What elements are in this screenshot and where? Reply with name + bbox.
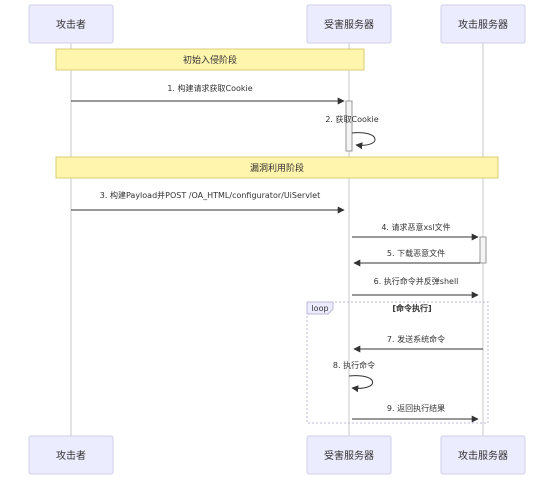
- message-6-label: 6. 执行命令并反弹shell: [374, 276, 459, 286]
- message-2-label: 2. 获取Cookie: [325, 114, 378, 124]
- note-initial-intrusion: 初始入侵阶段: [55, 48, 365, 71]
- actor-victim-label: 受害服务器: [324, 18, 374, 31]
- actor-attack-server-bottom-label: 攻击服务器: [458, 449, 508, 462]
- activation-victim-1: [345, 100, 353, 152]
- loop-label: [命令执行]: [392, 303, 431, 313]
- message-2-arrow: [351, 132, 376, 150]
- message-5-label: 5. 下载恶意文件: [387, 248, 445, 258]
- message-9-label: 9. 返回执行结果: [387, 403, 445, 413]
- actor-attacker-bottom: 攻击者: [28, 435, 114, 475]
- message-8-label: 8. 执行命令: [333, 360, 375, 370]
- message-3-label: 3. 构建Payload并POST /OA_HTML/configurator/…: [100, 190, 320, 200]
- loop-keyword: loop: [311, 304, 328, 313]
- actor-attack-server-top: 攻击服务器: [440, 4, 526, 44]
- actor-victim-top: 受害服务器: [306, 4, 392, 44]
- message-4-label: 4. 请求恶意xsl文件: [381, 222, 450, 232]
- actor-attacker-bottom-label: 攻击者: [56, 449, 86, 462]
- actor-attack-server-bottom: 攻击服务器: [440, 435, 526, 475]
- actor-attack-server-label: 攻击服务器: [458, 18, 508, 31]
- loop-frame: loop [命令执行]: [306, 301, 489, 424]
- message-1-label: 1. 构建请求获取Cookie: [167, 83, 252, 93]
- note-exploitation-text: 漏洞利用阶段: [250, 162, 304, 174]
- message-8-arrow: [348, 375, 373, 393]
- activation-attack-server: [479, 236, 487, 264]
- message-7-label: 7. 发送系统命令: [387, 334, 445, 344]
- note-initial-intrusion-text: 初始入侵阶段: [183, 54, 237, 66]
- actor-attacker-label: 攻击者: [56, 18, 86, 31]
- actor-victim-bottom: 受害服务器: [306, 435, 392, 475]
- note-exploitation: 漏洞利用阶段: [55, 156, 499, 179]
- actor-victim-bottom-label: 受害服务器: [324, 449, 374, 462]
- actor-attacker-top: 攻击者: [28, 4, 114, 44]
